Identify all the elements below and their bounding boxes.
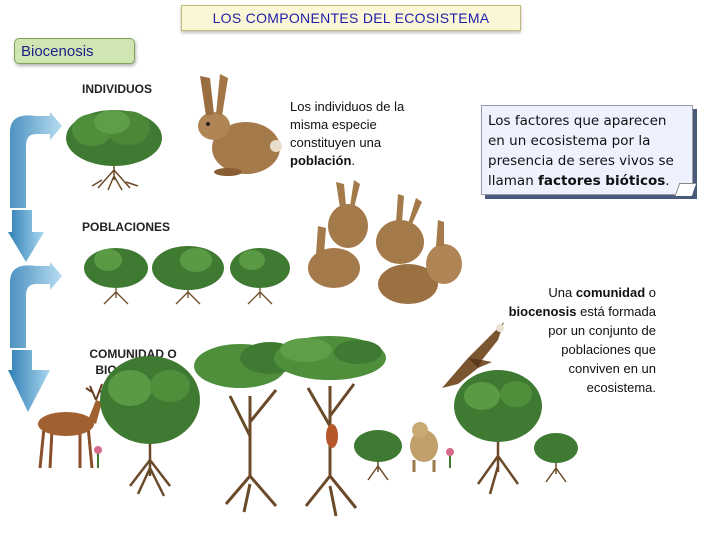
comunidad-line2: biocenosis está formada	[470, 302, 656, 321]
shrub-mid	[354, 430, 402, 481]
tree-acacia-right	[274, 336, 386, 517]
squirrel-illustration	[326, 424, 338, 448]
rabbit-pop-2	[308, 226, 360, 288]
callout-line1: Los factores que aparecen	[488, 113, 667, 129]
shrub-pop-1	[84, 248, 148, 288]
poblacion-line3: constituyen una	[290, 135, 382, 150]
lynx-illustration	[410, 422, 438, 472]
comunidad-rest1: está formada	[576, 304, 656, 319]
callout-factores-bioticos: Los factores que aparecen en un ecosiste…	[481, 105, 697, 196]
comunidad-pre: Una	[548, 285, 576, 300]
comunidad-bold2: biocenosis	[508, 304, 577, 319]
callout-line4-start: llaman	[488, 173, 539, 189]
shrub-population	[84, 246, 290, 305]
rabbit-pop-3	[376, 194, 424, 264]
shrub-pop-3	[230, 248, 290, 288]
poblacion-end: .	[351, 153, 356, 168]
comunidad-bold1: comunidad	[575, 285, 646, 300]
callout-end: .	[665, 173, 670, 189]
flower-left	[94, 446, 102, 468]
comunidad-description: Una comunidad o biocenosis está formada …	[470, 283, 656, 397]
poblacion-line1: Los individuos de la	[290, 99, 405, 114]
shrub-pop-2	[152, 246, 224, 290]
poblacion-description: Los individuos de la misma especie const…	[290, 98, 450, 170]
shrub-right	[534, 433, 578, 483]
comunidad-line1: Una comunidad o	[470, 283, 656, 302]
label-poblaciones: POBLACIONES	[82, 220, 171, 234]
poblacion-line2: misma especie	[290, 117, 377, 132]
callout-line4: llaman factores bióticos.	[488, 171, 686, 191]
comunidad-line5: conviven en un	[568, 361, 656, 376]
tree-oak-right	[454, 370, 542, 495]
label-individuos: INDIVIDUOS	[82, 82, 153, 96]
community-scene	[38, 336, 578, 517]
flower-mid	[446, 448, 454, 468]
shrub-individual	[66, 110, 162, 191]
rabbit-pop-1	[328, 180, 368, 248]
comunidad-line3: por un conjunto de	[548, 323, 656, 338]
section-tab-biocenosis[interactable]: Biocenosis	[14, 38, 135, 64]
rabbit-pop-4	[378, 264, 438, 304]
rabbit-population	[308, 180, 462, 304]
rabbit-individual	[198, 74, 282, 176]
callout-bold: factores bióticos	[538, 173, 666, 189]
page-title: LOS COMPONENTES DEL ECOSISTEMA	[181, 5, 521, 31]
comunidad-line4: poblaciones que	[561, 342, 656, 357]
poblacion-bold: población	[290, 153, 352, 168]
arrow-2	[8, 262, 62, 412]
comunidad-line6: ecosistema.	[586, 380, 656, 395]
callout-line3: presencia de seres vivos se	[488, 153, 674, 169]
deer-illustration	[38, 383, 109, 469]
rabbit-pop-5	[426, 220, 462, 284]
eagle-illustration	[442, 322, 504, 388]
callout-line2: en un ecosistema por la	[488, 133, 651, 149]
poblacion-line4: población.	[290, 152, 450, 170]
callout-fold-corner	[674, 183, 697, 196]
tree-oak-left	[100, 356, 200, 497]
progression-arrows	[8, 112, 62, 412]
comunidad-mid1: o	[645, 285, 656, 300]
arrow-1	[8, 112, 62, 262]
